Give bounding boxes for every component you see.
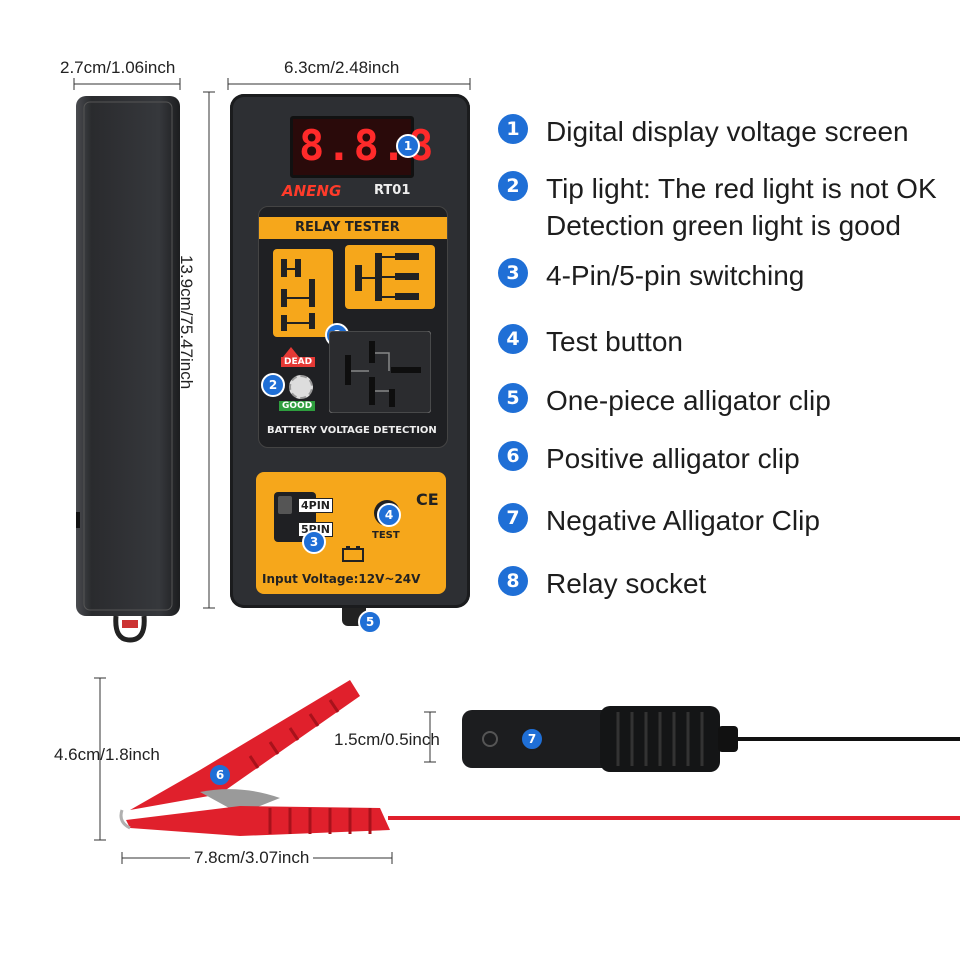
marker-4: 4: [377, 503, 401, 527]
side-width-label: 2.7cm/1.06inch: [60, 58, 176, 77]
test-label: TEST: [372, 530, 400, 541]
marker-3: 3: [302, 530, 326, 554]
clip-height-label: 4.6cm/1.8inch: [54, 745, 160, 764]
feature-7: 7 Negative Alligator Clip: [498, 502, 820, 539]
feature-1-text: Digital display voltage screen: [546, 116, 909, 147]
relay-socket-dark[interactable]: [329, 331, 431, 413]
feature-7-badge: 7: [498, 503, 528, 533]
feature-8-badge: 8: [498, 566, 528, 596]
battery-detection-label: BATTERY VOLTAGE DETECTION: [267, 425, 437, 436]
feature-2-text-line2: Detection green light is good: [546, 210, 901, 241]
feature-3-text: 4-Pin/5-pin switching: [546, 260, 805, 291]
marker-1: 1: [396, 134, 420, 158]
device-side-view: [76, 96, 180, 643]
feature-4-text: Test button: [546, 326, 683, 357]
clip-thickness-label: 1.5cm/0.5inch: [334, 730, 440, 749]
feature-4-badge: 4: [498, 324, 528, 354]
clip-length-label: 7.8cm/3.07inch: [190, 848, 314, 868]
feature-2: 2 Tip light: The red light is not OK Det…: [498, 170, 937, 244]
feature-6-text: Positive alligator clip: [546, 443, 800, 474]
feature-6-badge: 6: [498, 441, 528, 471]
relay-title-bar: [259, 217, 447, 239]
feature-5: 5 One-piece alligator clip: [498, 382, 831, 419]
relay-socket-panel: RELAY TESTER 8 DEA: [258, 206, 448, 448]
led-display: 8.8.8: [290, 116, 433, 178]
feature-7-text: Negative Alligator Clip: [546, 505, 820, 536]
front-width-label: 6.3cm/2.48inch: [284, 58, 400, 77]
marker-5: 5: [358, 610, 382, 634]
feature-5-badge: 5: [498, 383, 528, 413]
dead-arrow-icon: [283, 347, 299, 357]
model-label: RT01: [374, 183, 411, 198]
dead-label: DEAD: [281, 357, 316, 367]
ce-mark: CE: [416, 490, 439, 509]
pin4-label: 4PIN: [298, 498, 334, 513]
device-front: 8.8.8 1 ANENG RT01 RELAY TESTER 8: [230, 94, 470, 634]
feature-4: 4 Test button: [498, 323, 683, 360]
brand-logo: ANENG: [282, 182, 342, 200]
feature-1: 1 Digital display voltage screen: [498, 113, 909, 150]
battery-icon: [342, 546, 364, 562]
relay-socket-right[interactable]: [345, 245, 435, 309]
marker-2: 2: [261, 373, 285, 397]
feature-3: 3 4-Pin/5-pin switching: [498, 257, 804, 294]
feature-6: 6 Positive alligator clip: [498, 440, 800, 477]
feature-8: 8 Relay socket: [498, 565, 706, 602]
good-label: GOOD: [279, 401, 316, 411]
input-voltage-label: Input Voltage:12V~24V: [262, 572, 421, 586]
marker-7: 7: [520, 727, 544, 751]
relay-title: RELAY TESTER: [295, 220, 400, 235]
feature-2-text-line1: Tip light: The red light is not OK: [546, 173, 937, 204]
feature-3-badge: 3: [498, 258, 528, 288]
positive-clip: [119, 680, 960, 836]
feature-8-text: Relay socket: [546, 568, 707, 599]
pin-switch-knob[interactable]: [278, 496, 292, 514]
alligator-clips: [119, 680, 960, 836]
control-panel: 4PIN 5PIN 3 4 TEST CE Input Voltage:12V~…: [256, 472, 446, 594]
relay-socket-left[interactable]: [273, 249, 333, 337]
marker-6: 6: [208, 763, 232, 787]
feature-5-text: One-piece alligator clip: [546, 385, 831, 416]
feature-1-badge: 1: [498, 114, 528, 144]
status-light: [289, 375, 313, 399]
feature-2-badge: 2: [498, 171, 528, 201]
